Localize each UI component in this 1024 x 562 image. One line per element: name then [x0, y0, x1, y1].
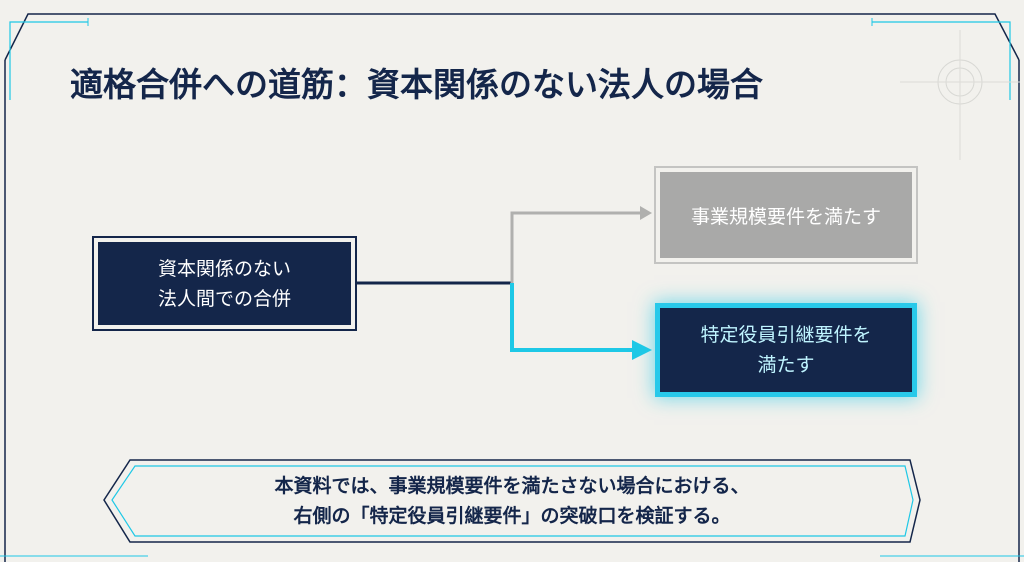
page-title: 適格合併への道筋：資本関係のない法人の場合: [70, 65, 763, 104]
source-line-2: 法人間での合併: [157, 287, 291, 310]
option-business-scale-label: 事業規模要件を満たす: [690, 205, 881, 228]
source-line-1: 資本関係のない: [157, 257, 291, 280]
source-box-merger: 資本関係のない 法人間での合併: [92, 236, 357, 331]
option-officer-line-1: 特定役員引継要件を: [700, 324, 872, 346]
note-line-1: 本資料では、事業規模要件を満たさない場合における、: [274, 475, 750, 497]
option-officer-succession: 特定役員引継要件を 満たす: [660, 308, 912, 392]
note-box: 本資料では、事業規模要件を満たさない場合における、 右側の「特定役員引継要件」の…: [110, 464, 914, 538]
option-business-scale: 事業規模要件を満たす: [654, 166, 918, 264]
option-officer-line-2: 満たす: [757, 354, 815, 376]
note-line-2: 右側の「特定役員引継要件」の突破口を検証する。: [293, 505, 731, 527]
